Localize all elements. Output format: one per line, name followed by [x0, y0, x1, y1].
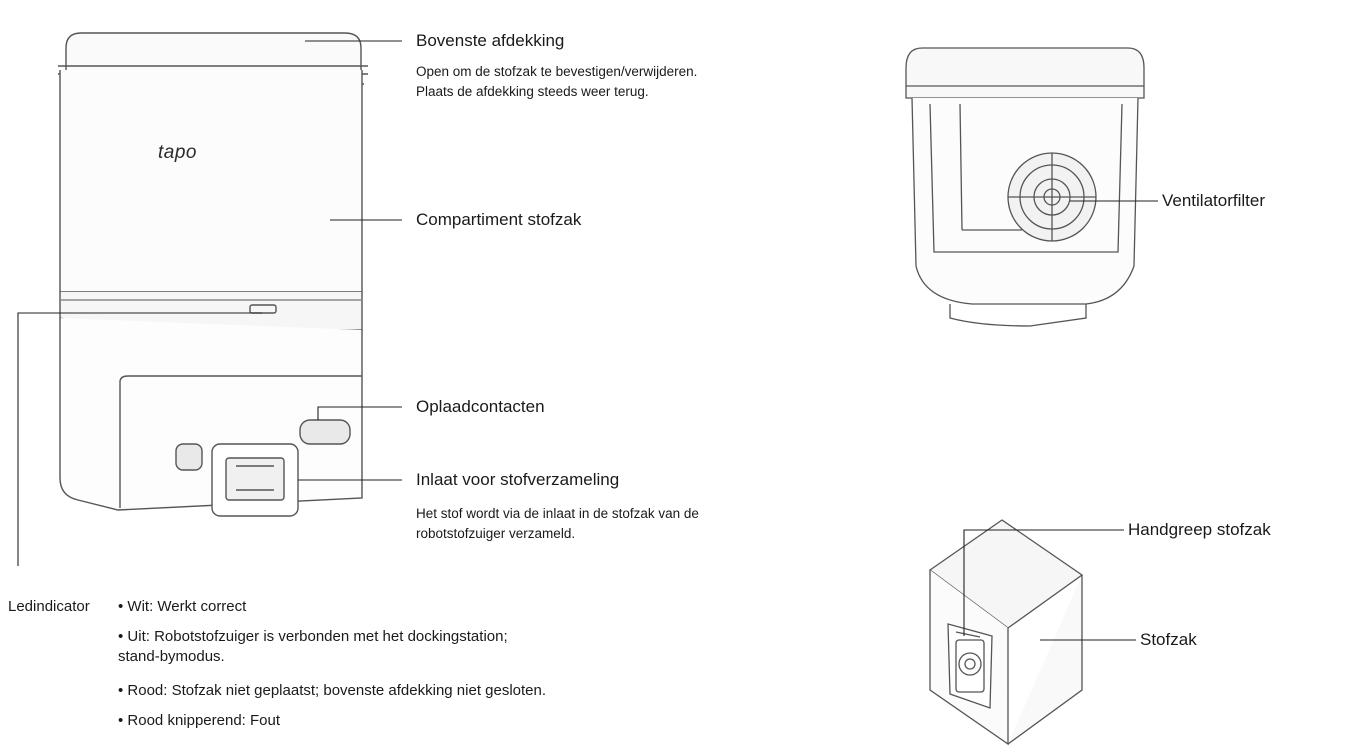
dust-bag-handle [948, 624, 992, 708]
bag-handle-label: Handgreep stofzak [1128, 520, 1271, 540]
tapo-logo: tapo [158, 142, 197, 164]
bag-compartment [60, 70, 362, 292]
dock-base [60, 318, 362, 510]
dust-inlet-desc-2: robotstofzuiger verzameld. [416, 524, 575, 544]
led-indicator-label: Ledindicator [8, 597, 90, 617]
dust-inlet-desc-1: Het stof wordt via de inlaat in de stofz… [416, 504, 699, 524]
led-item-red: • Rood: Stofzak niet geplaatst; bovenste… [118, 681, 546, 701]
charging-contact-left [176, 444, 202, 470]
open-dock-top-view [906, 48, 1144, 326]
dust-bag-label: Stofzak [1140, 630, 1197, 650]
dock-station [58, 33, 368, 516]
dust-inlet-label: Inlaat voor stofverzameling [416, 470, 619, 490]
led-item-off-cont: stand-bymodus. [118, 647, 225, 667]
fan-filter [1008, 153, 1096, 241]
led-item-off: • Uit: Robotstofzuiger is verbonden met … [118, 627, 508, 647]
top-cover-desc-2: Plaats de afdekking steeds weer terug. [416, 82, 649, 102]
dust-bag-cube [930, 520, 1082, 744]
top-cover-desc-1: Open om de stofzak te bevestigen/verwijd… [416, 62, 697, 82]
fan-filter-label: Ventilatorfilter [1162, 191, 1265, 211]
charging-contact-right [300, 420, 350, 444]
led-item-red-blinking: • Rood knipperend: Fout [118, 711, 280, 731]
top-cover-label: Bovenste afdekking [416, 31, 564, 51]
led-item-white: • Wit: Werkt correct [118, 597, 246, 617]
bag-compartment-label: Compartiment stofzak [416, 210, 581, 230]
charging-contacts-label: Oplaadcontacten [416, 397, 545, 417]
